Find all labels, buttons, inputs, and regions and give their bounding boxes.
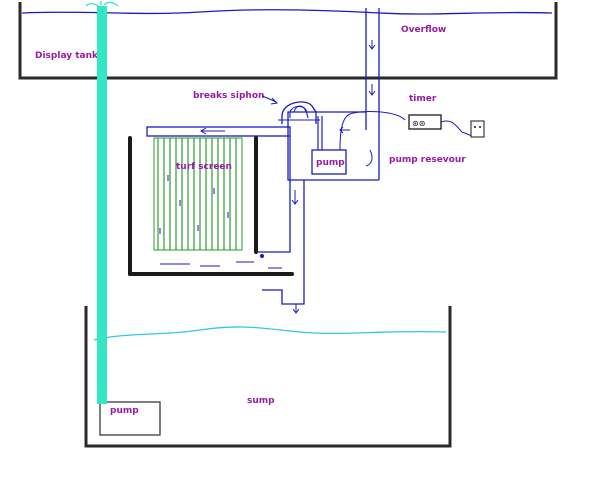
return-spray — [85, 1, 119, 7]
breaks-siphon-label: breaks siphon — [193, 91, 264, 101]
turf-screen: turf screen — [153, 137, 243, 251]
screen-drain — [160, 136, 305, 314]
return-pipe — [85, 1, 119, 404]
sump: sump — [84, 306, 452, 448]
display-tank-label: Display tank — [35, 51, 99, 61]
sump-label: sump — [247, 396, 275, 406]
timer-outlet-icon: ⊛⊛ — [412, 119, 425, 128]
reservoir-pump-label: pump — [316, 158, 345, 168]
breaks-siphon-arrow — [261, 95, 279, 105]
timer-cord — [440, 120, 473, 137]
reservoir-pump: pump — [311, 116, 347, 175]
overflow-pipe: Overflow — [365, 8, 446, 180]
sump-pump-label: pump — [110, 406, 139, 416]
wall-outlet-icon — [470, 120, 485, 138]
screen-container — [128, 136, 294, 276]
sump-water-surface — [93, 326, 447, 341]
timer: ⊛⊛ timer — [408, 94, 485, 138]
pump-reservoir-label: pump resevour — [389, 155, 466, 165]
timer-label: timer — [409, 94, 437, 104]
turf-screen-label: turf screen — [176, 162, 232, 172]
sump-pump: pump — [99, 401, 161, 436]
siphon-break: breaks siphon — [193, 91, 320, 124]
overflow-label: Overflow — [401, 25, 446, 35]
display-tank: Display tank — [18, 2, 558, 80]
display-tank-water-surface — [21, 9, 553, 15]
spray-bar — [146, 126, 291, 137]
pump-power-cord — [339, 111, 406, 151]
